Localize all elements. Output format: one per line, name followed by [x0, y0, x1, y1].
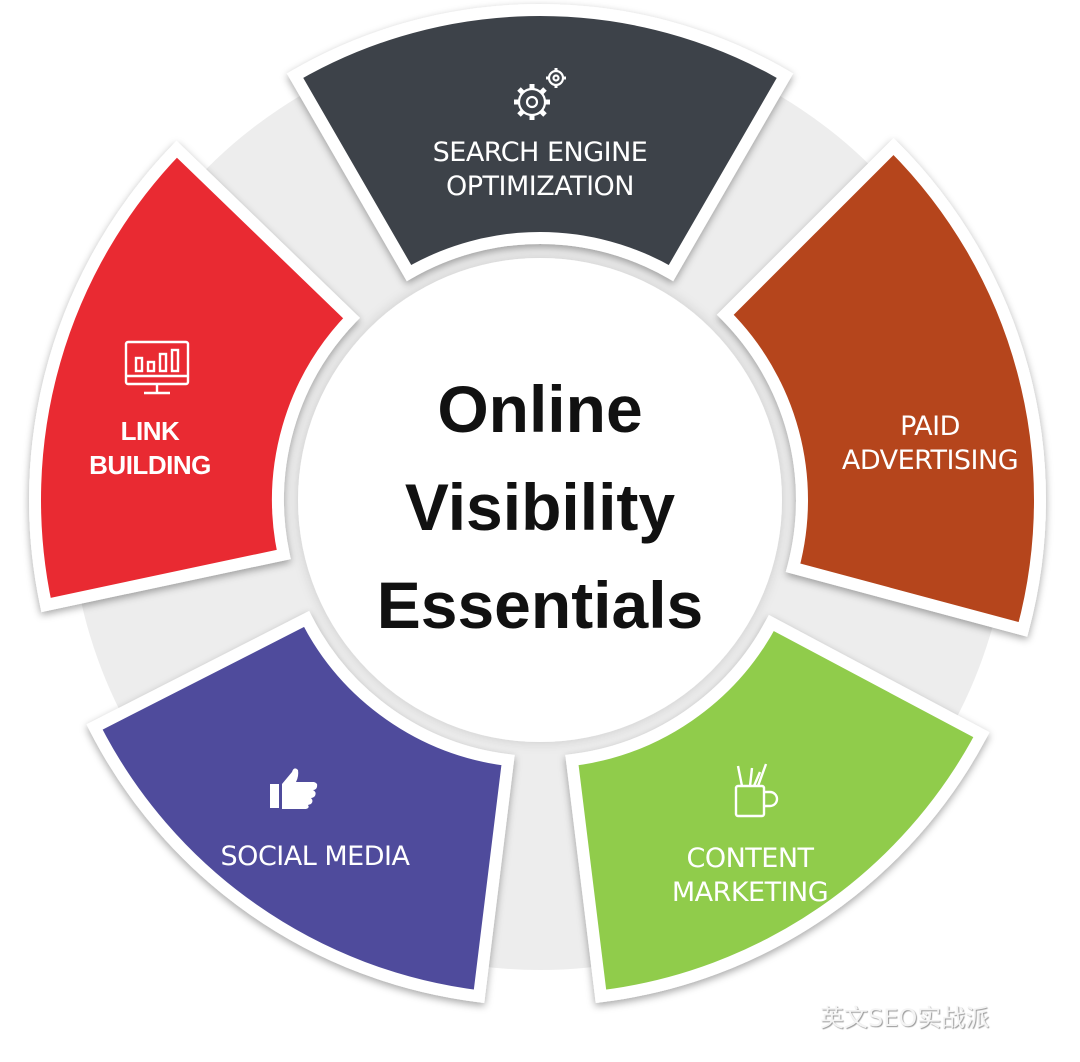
title-line: Visibility — [404, 470, 676, 544]
label-line: BUILDING — [89, 450, 211, 480]
title-line: Online — [437, 372, 643, 446]
segment-paid — [716, 137, 1046, 637]
title-line: Essentials — [376, 568, 704, 642]
label-line: OPTIMIZATION — [445, 171, 635, 202]
mug-pencils-icon — [734, 763, 779, 818]
segment-label-seo: SEARCH ENGINE OPTIMIZATION — [400, 136, 680, 204]
center-circle — [298, 258, 782, 742]
segment-label-content: CONTENT MARKETING — [640, 842, 860, 910]
label-line: SOCIAL MEDIA — [220, 841, 410, 872]
segment-seo — [286, 4, 794, 282]
gears-icon — [514, 68, 566, 120]
label-line: CONTENT — [686, 843, 814, 874]
label-line: ADVERTISING — [841, 445, 1019, 476]
segment-content — [565, 614, 990, 1003]
label-line: LINK — [120, 416, 180, 446]
label-line: MARKETING — [671, 877, 829, 908]
segment-label-social: SOCIAL MEDIA — [190, 840, 440, 874]
label-line: SEARCH ENGINE — [432, 137, 648, 168]
center-title: Online Visibility Essentials — [300, 360, 780, 654]
watermark: 英文SEO实战派 — [820, 1004, 990, 1032]
segment-label-paid: PAID ADVERTISING — [820, 410, 1040, 478]
label-line: PAID — [900, 411, 960, 442]
thumbs-up-icon — [270, 768, 318, 809]
segment-link — [29, 140, 361, 613]
segment-label-link: LINK BUILDING — [60, 414, 240, 482]
monitor-chart-icon — [124, 340, 190, 395]
